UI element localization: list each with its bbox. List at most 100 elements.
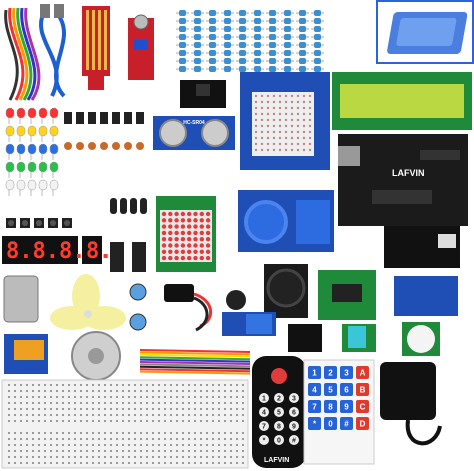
breadboard-hole xyxy=(20,432,22,434)
proto-hole xyxy=(290,112,294,116)
breadboard-hole xyxy=(230,432,232,434)
led xyxy=(27,161,37,173)
resistor xyxy=(179,58,186,64)
remote-key-label: 9 xyxy=(292,424,296,431)
proto-hole xyxy=(278,112,282,116)
breadboard-hole xyxy=(50,462,52,464)
breadboard-hole xyxy=(20,450,22,452)
proto-hole xyxy=(260,118,264,122)
breadboard-hole xyxy=(20,420,22,422)
breadboard-hole xyxy=(122,456,124,458)
breadboard-hole xyxy=(218,390,220,392)
led xyxy=(16,143,26,155)
breadboard-hole xyxy=(32,384,34,386)
resistor xyxy=(269,42,276,48)
breadboard-hole xyxy=(206,420,208,422)
breadboard-hole xyxy=(176,402,178,404)
breadboard-hole xyxy=(242,420,244,422)
breadboard-hole xyxy=(8,456,10,458)
breadboard-hole xyxy=(236,420,238,422)
breadboard-hole xyxy=(38,384,40,386)
breadboard-hole xyxy=(116,432,118,434)
resistor xyxy=(224,18,231,24)
breadboard-hole xyxy=(128,444,130,446)
proto-hole xyxy=(284,124,288,128)
breadboard-hole xyxy=(68,420,70,422)
water-level-sensor xyxy=(82,6,110,90)
breadboard-hole xyxy=(242,402,244,404)
proto-hole xyxy=(284,142,288,146)
breadboard-hole xyxy=(164,450,166,452)
ribbon-wire xyxy=(139,356,251,361)
resistor xyxy=(284,42,291,48)
breadboard-hole xyxy=(110,420,112,422)
rtc-module xyxy=(394,276,458,316)
breadboard-hole xyxy=(122,402,124,404)
breadboard-hole xyxy=(182,444,184,446)
proto-hole xyxy=(266,112,270,116)
proto-hole xyxy=(296,142,300,146)
breadboard-hole xyxy=(26,396,28,398)
resistor xyxy=(209,50,216,56)
breadboard-hole xyxy=(236,462,238,464)
matrix-dot xyxy=(161,230,167,236)
breadboard-hole xyxy=(170,414,172,416)
remote-key xyxy=(289,421,299,431)
proto-hole xyxy=(266,124,270,128)
remote-key-label: 6 xyxy=(292,410,296,417)
resistor xyxy=(239,34,246,40)
breadboard-hole xyxy=(98,390,100,392)
breadboard-hole xyxy=(242,408,244,410)
proto-hole xyxy=(308,148,312,152)
resistor xyxy=(269,58,276,64)
breadboard-hole xyxy=(38,456,40,458)
breadboard-hole xyxy=(134,438,136,440)
proto-hole xyxy=(260,148,264,152)
remote-key xyxy=(274,421,284,431)
resistor xyxy=(239,18,246,24)
keypad-key xyxy=(308,400,321,413)
breadboard-hole xyxy=(230,408,232,410)
breadboard-hole xyxy=(224,450,226,452)
breadboard-hole xyxy=(104,456,106,458)
proto-hole xyxy=(290,148,294,152)
matrix-dot xyxy=(180,211,186,217)
resistor xyxy=(314,34,321,40)
ribbon-wire xyxy=(139,353,251,358)
matrix-dot xyxy=(193,249,198,254)
breadboard-hole xyxy=(212,462,214,464)
electrolytic-capacitor xyxy=(130,198,137,214)
matrix-dot xyxy=(193,237,198,242)
breadboard-hole xyxy=(20,456,22,458)
breadboard-hole xyxy=(80,420,82,422)
breadboard-hole xyxy=(170,420,172,422)
breadboard-hole xyxy=(110,438,112,440)
breadboard-hole xyxy=(14,384,16,386)
proto-hole xyxy=(284,106,288,110)
button-module xyxy=(288,324,322,352)
breadboard-hole xyxy=(44,456,46,458)
breadboard-hole xyxy=(146,414,148,416)
resistor xyxy=(239,58,246,64)
breadboard-hole xyxy=(92,462,94,464)
remote-brand: LAFVIN xyxy=(264,457,289,464)
breadboard-hole xyxy=(8,450,10,452)
matrix-dot xyxy=(187,249,192,254)
resistor xyxy=(209,26,216,32)
breadboard-hole xyxy=(86,402,88,404)
proto-hole xyxy=(278,118,282,122)
matrix-dot xyxy=(205,237,211,242)
breadboard-hole xyxy=(146,384,148,386)
keypad-key xyxy=(340,417,353,430)
breadboard-hole xyxy=(62,408,64,410)
breadboard-hole xyxy=(56,432,58,434)
transistor xyxy=(64,112,72,124)
breadboard-hole xyxy=(224,408,226,410)
breadboard-hole xyxy=(122,444,124,446)
resistor xyxy=(239,42,246,48)
keypad-key-label: 4 xyxy=(312,386,317,395)
breadboard-hole xyxy=(152,456,154,458)
breadboard-hole xyxy=(134,402,136,404)
breadboard-hole xyxy=(26,444,28,446)
